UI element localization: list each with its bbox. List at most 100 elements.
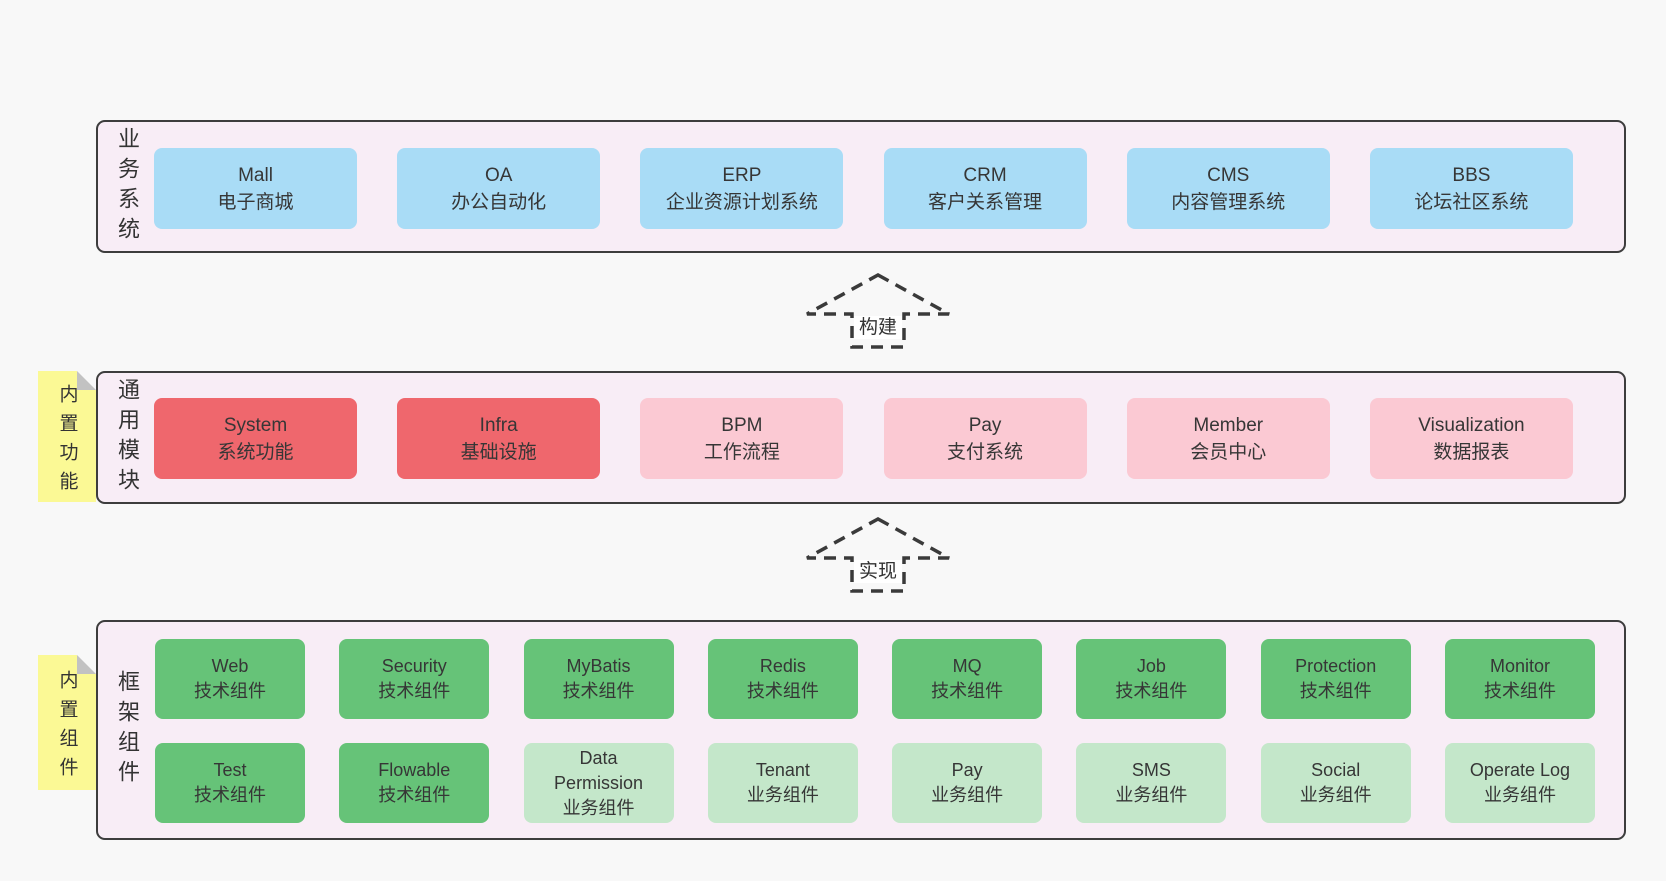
up-arrow-icon — [806, 517, 950, 593]
box-monitor: Monitor 技术组件 — [1444, 639, 1595, 719]
box-subtitle: 数据报表 — [1433, 441, 1510, 463]
sticky-built-in-components: 内置组件 — [38, 655, 96, 790]
box-visualization: Visualization 数据报表 — [1369, 398, 1573, 479]
up-arrow-icon — [806, 273, 950, 349]
box-title: Visualization — [1418, 414, 1525, 436]
build-arrow-label: 构建 — [853, 316, 903, 339]
box-subtitle: 技术组件 — [1299, 681, 1372, 701]
box-subtitle: 支付系统 — [947, 441, 1024, 463]
box-title: Protection — [1295, 656, 1377, 676]
box-crm: CRM 客户关系管理 — [883, 148, 1087, 229]
box-title: System — [223, 414, 288, 436]
box-pay: Pay 支付系统 — [883, 398, 1087, 479]
box-title: Pay — [968, 414, 1002, 436]
box-social: Social 业务组件 — [1260, 743, 1411, 823]
box-title: Flowable — [378, 760, 451, 780]
box-subtitle: 客户关系管理 — [928, 191, 1043, 213]
box-subtitle: 技术组件 — [746, 681, 819, 701]
box-title: Member — [1193, 414, 1264, 436]
folded-corner-icon — [77, 371, 96, 390]
box-system: System 系统功能 — [154, 398, 357, 479]
box-subtitle: 业务组件 — [931, 785, 1004, 805]
box-title: BBS — [1452, 164, 1491, 186]
box-subtitle: 业务组件 — [1115, 785, 1188, 805]
box-member: Member 会员中心 — [1126, 398, 1330, 479]
build-arrow: 构建 — [804, 272, 952, 350]
box-title: Infra — [479, 414, 518, 436]
box-subtitle: 业务组件 — [1299, 785, 1372, 805]
box-operate-log: Operate Log 业务组件 — [1444, 743, 1595, 823]
framework-grid: Web 技术组件 Security 技术组件 MyBatis 技术组件 Redi… — [155, 639, 1595, 823]
box-subtitle: 企业资源计划系统 — [665, 191, 818, 213]
section-label-framework: 框架组件 — [115, 670, 140, 790]
box-title: MyBatis — [566, 656, 631, 676]
box-title: Pay — [951, 760, 983, 780]
box-subtitle: 技术组件 — [1483, 681, 1556, 701]
box-subtitle: 系统功能 — [217, 441, 294, 463]
box-redis: Redis 技术组件 — [707, 639, 858, 719]
section-label-business: 业务系统 — [115, 126, 140, 247]
box-title: SMS — [1131, 760, 1171, 780]
box-title: ERP — [722, 164, 762, 186]
box-subtitle: 办公自动化 — [451, 191, 547, 213]
box-title: CRM — [963, 164, 1007, 186]
panel-framework-components: 框架组件 Web 技术组件 Security 技术组件 MyBatis 技术组件… — [96, 620, 1626, 840]
box-subtitle: 业务组件 — [1483, 785, 1556, 805]
box-subtitle: 技术组件 — [378, 681, 451, 701]
box-protection: Protection 技术组件 — [1260, 639, 1411, 719]
box-flowable: Flowable 技术组件 — [339, 743, 490, 823]
box-title: OA — [484, 164, 513, 186]
box-subtitle: 技术组件 — [1115, 681, 1188, 701]
box-subtitle: 技术组件 — [562, 681, 635, 701]
framework-row-2: Test 技术组件 Flowable 技术组件 Data Permission … — [155, 743, 1595, 823]
box-title: Web — [211, 656, 249, 676]
box-title: Data Permission — [554, 747, 644, 793]
box-subtitle: 技术组件 — [194, 681, 266, 701]
box-subtitle: 业务组件 — [746, 785, 819, 805]
box-web: Web 技术组件 — [155, 639, 305, 719]
box-subtitle: 技术组件 — [931, 681, 1004, 701]
box-subtitle: 论坛社区系统 — [1414, 191, 1529, 213]
box-oa: OA 办公自动化 — [397, 148, 601, 229]
box-title: Mall — [238, 164, 273, 186]
business-boxes: Mall 电子商城 OA 办公自动化 ERP 企业资源计划系统 CRM 客户关系… — [154, 148, 1573, 229]
box-erp: ERP 企业资源计划系统 — [640, 148, 844, 229]
folded-corner-icon — [77, 655, 96, 674]
implement-arrow-label: 实现 — [853, 560, 903, 583]
implement-arrow: 实现 — [804, 516, 952, 594]
box-title: Tenant — [755, 760, 810, 780]
box-title: Test — [213, 760, 247, 780]
box-title: CMS — [1207, 164, 1250, 186]
box-sms: SMS 业务组件 — [1076, 743, 1227, 823]
box-subtitle: 技术组件 — [194, 785, 266, 805]
box-bbs: BBS 论坛社区系统 — [1369, 148, 1573, 229]
box-title: MQ — [952, 656, 982, 676]
framework-row-1: Web 技术组件 Security 技术组件 MyBatis 技术组件 Redi… — [155, 639, 1595, 719]
section-label-modules: 通用模块 — [115, 377, 140, 498]
box-subtitle: 技术组件 — [378, 785, 451, 805]
box-title: Redis — [759, 656, 806, 676]
box-data-permission: Data Permission 业务组件 — [523, 743, 674, 823]
box-cms: CMS 内容管理系统 — [1126, 148, 1330, 229]
box-title: Monitor — [1489, 656, 1550, 676]
box-subtitle: 电子商城 — [217, 191, 294, 213]
box-title: Operate Log — [1469, 760, 1570, 780]
sticky-built-in-features: 内置功能 — [38, 371, 96, 502]
module-boxes: System 系统功能 Infra 基础设施 BPM 工作流程 Pay 支付系统… — [154, 398, 1573, 479]
box-security: Security 技术组件 — [339, 639, 490, 719]
box-job: Job 技术组件 — [1076, 639, 1227, 719]
box-title: Security — [381, 656, 447, 676]
box-mall: Mall 电子商城 — [154, 148, 357, 229]
box-test: Test 技术组件 — [155, 743, 305, 823]
box-mq: MQ 技术组件 — [892, 639, 1043, 719]
box-bpm: BPM 工作流程 — [640, 398, 844, 479]
box-title: Job — [1136, 656, 1166, 676]
box-subtitle: 内容管理系统 — [1171, 191, 1286, 213]
box-title: BPM — [721, 414, 763, 436]
box-subtitle: 会员中心 — [1190, 441, 1267, 463]
box-mybatis: MyBatis 技术组件 — [523, 639, 674, 719]
sticky-label: 内置组件 — [56, 669, 78, 786]
box-tenant: Tenant 业务组件 — [707, 743, 858, 823]
panel-common-modules: 通用模块 System 系统功能 Infra 基础设施 BPM 工作流程 Pay… — [96, 371, 1626, 504]
box-infra: Infra 基础设施 — [397, 398, 601, 479]
